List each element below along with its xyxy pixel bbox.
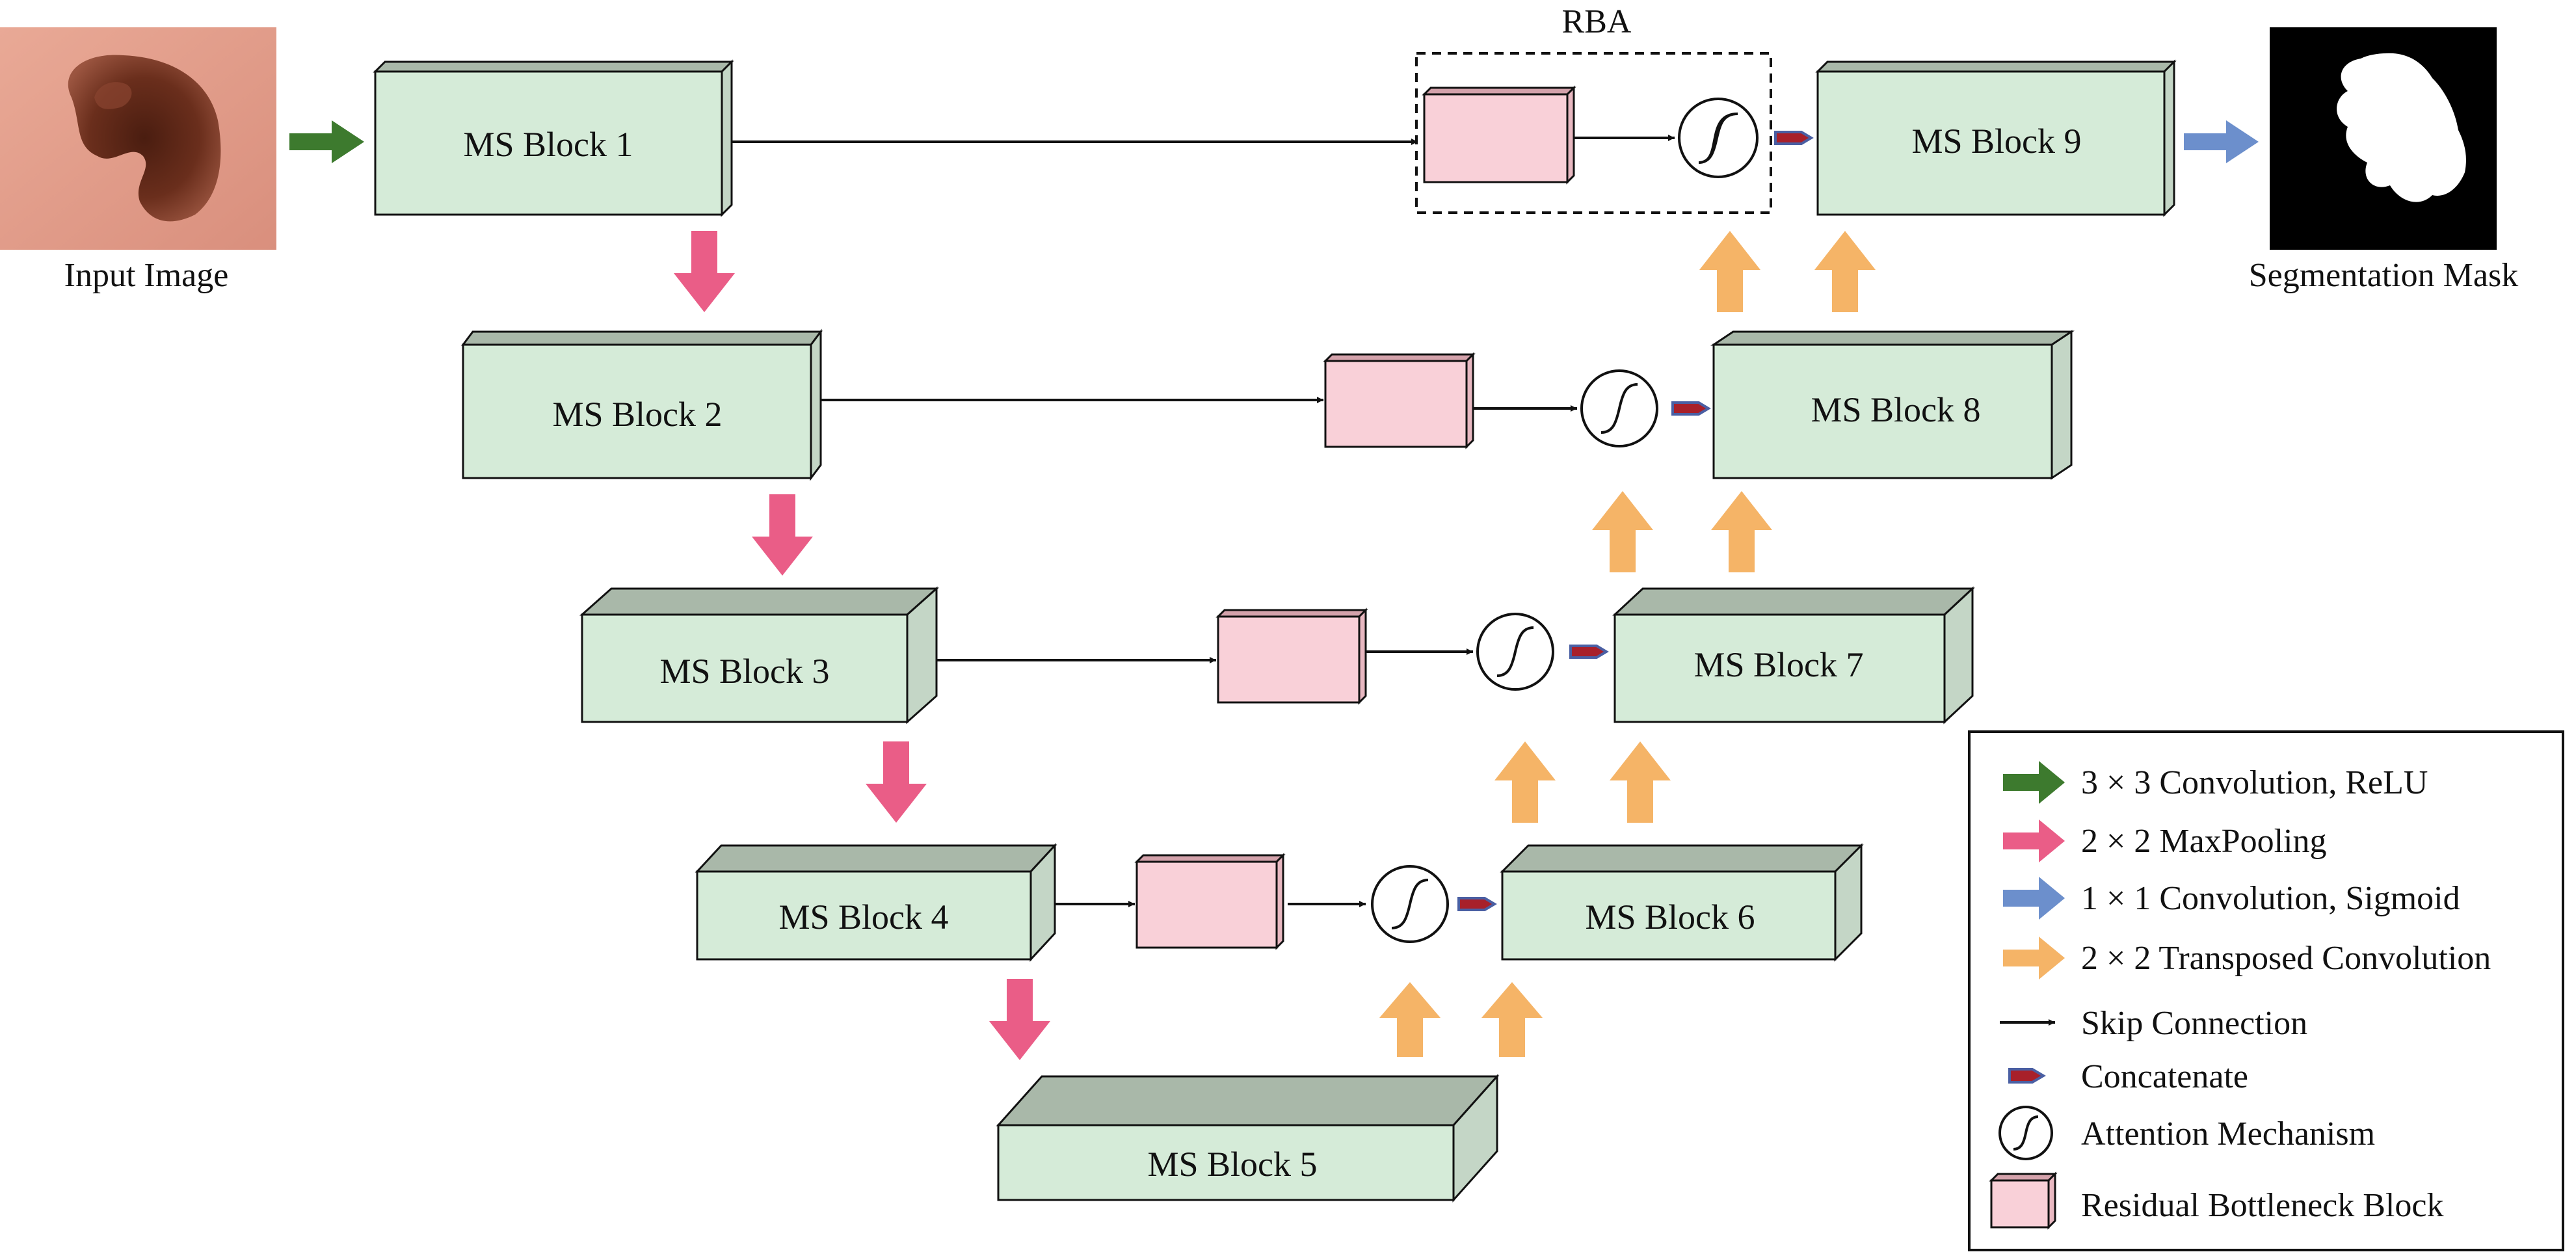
skip-connections: [732, 135, 1675, 907]
concatenate-markers: [1457, 131, 1814, 911]
segmentation-mask-image: [2270, 27, 2497, 250]
ms-block-6: MS Block 6: [1500, 843, 1864, 962]
upconv-arrow-5a: [1379, 982, 1441, 1057]
legend-transposed-icon: [2003, 937, 2065, 979]
ms-block-9-label: MS Block 9: [1911, 122, 2081, 161]
ms-block-5-label: MS Block 5: [1147, 1145, 1317, 1184]
legend-concat-icon: [2008, 1068, 2046, 1084]
ms-block-7-label: MS Block 7: [1693, 645, 1863, 684]
residual-bottleneck-1: [1422, 85, 1576, 185]
legend-residual-label: Residual Bottleneck Block: [2081, 1187, 2443, 1224]
maxpool-arrow-3: [866, 741, 927, 823]
ms-block-5: MS Block 5: [996, 1074, 1500, 1203]
input-image-caption: Input Image: [64, 257, 229, 294]
attention-4: [1371, 865, 1449, 943]
legend-box: [1968, 730, 2564, 1251]
ms-block-1: MS Block 1: [373, 59, 734, 217]
residual-bottleneck-4: [1134, 853, 1286, 950]
upconv-arrow-7a: [1592, 491, 1653, 572]
ms-block-8-label: MS Block 8: [1811, 390, 1980, 429]
conv-relu-arrow: [289, 120, 364, 163]
ms-block-3: MS Block 3: [579, 586, 939, 725]
ms-block-1-label: MS Block 1: [463, 125, 633, 164]
upconv-arrow-6b: [1610, 741, 1671, 823]
concat-2: [1671, 401, 1711, 416]
ms-block-8: MS Block 8: [1710, 330, 2075, 480]
legend-conv-sigmoid-icon: [2003, 877, 2065, 920]
upconv-arrow-5b: [1481, 982, 1543, 1057]
legend-maxpool-label: 2 × 2 MaxPooling: [2081, 823, 2326, 860]
input-image: [0, 27, 276, 250]
concat-4: [1457, 897, 1497, 911]
ms-block-6-label: MS Block 6: [1585, 898, 1755, 937]
legend-skip-label: Skip Connection: [2081, 1005, 2307, 1042]
legend-attention-icon: [1998, 1106, 2053, 1160]
legend-concat-label: Concatenate: [2081, 1058, 2248, 1095]
ms-block-2-label: MS Block 2: [552, 395, 722, 434]
legend-transposed-label: 2 × 2 Transposed Convolution: [2081, 940, 2491, 977]
residual-bottleneck-3: [1215, 607, 1368, 705]
upconv-arrow-7b: [1711, 491, 1772, 572]
concat-1: [1774, 131, 1814, 145]
upconv-arrow-6a: [1494, 741, 1556, 823]
transposed-conv-arrows: [1379, 231, 1876, 1057]
legend: 3 × 3 Convolution, ReLU 2 × 2 MaxPooling…: [1968, 730, 2564, 1251]
attention-1: [1678, 98, 1759, 178]
ms-block-4-label: MS Block 4: [778, 898, 948, 937]
ms-block-7: MS Block 7: [1612, 586, 1975, 725]
legend-conv-relu-label: 3 × 3 Convolution, ReLU: [2081, 764, 2428, 801]
maxpool-arrow-4: [989, 979, 1050, 1060]
residual-bottleneck-2: [1323, 352, 1476, 449]
maxpool-arrows: [674, 231, 1050, 1060]
rba-box: [1415, 52, 1772, 214]
upconv-arrow-8a: [1699, 231, 1760, 312]
upconv-arrow-8b: [1814, 231, 1876, 312]
legend-attention-label: Attention Mechanism: [2081, 1115, 2375, 1152]
maxpool-arrow-1: [674, 231, 735, 312]
legend-maxpool-icon: [2003, 819, 2065, 862]
ms-block-9: MS Block 9: [1815, 59, 2177, 217]
legend-residual-icon: [1989, 1171, 2058, 1230]
ms-block-4: MS Block 4: [695, 843, 1057, 962]
maxpool-arrow-2: [752, 494, 813, 576]
legend-conv-relu-icon: [2003, 761, 2065, 804]
rba-label: RBA: [1562, 3, 1632, 40]
attention-3: [1476, 613, 1554, 691]
legend-conv-sigmoid-label: 1 × 1 Convolution, Sigmoid: [2081, 880, 2460, 917]
segmentation-mask-caption: Segmentation Mask: [2249, 257, 2519, 294]
ms-block-2: MS Block 2: [461, 328, 823, 481]
conv-sigmoid-arrow: [2184, 120, 2259, 163]
ms-block-3-label: MS Block 3: [659, 652, 829, 691]
attention-2: [1580, 369, 1658, 447]
concat-3: [1569, 645, 1609, 659]
